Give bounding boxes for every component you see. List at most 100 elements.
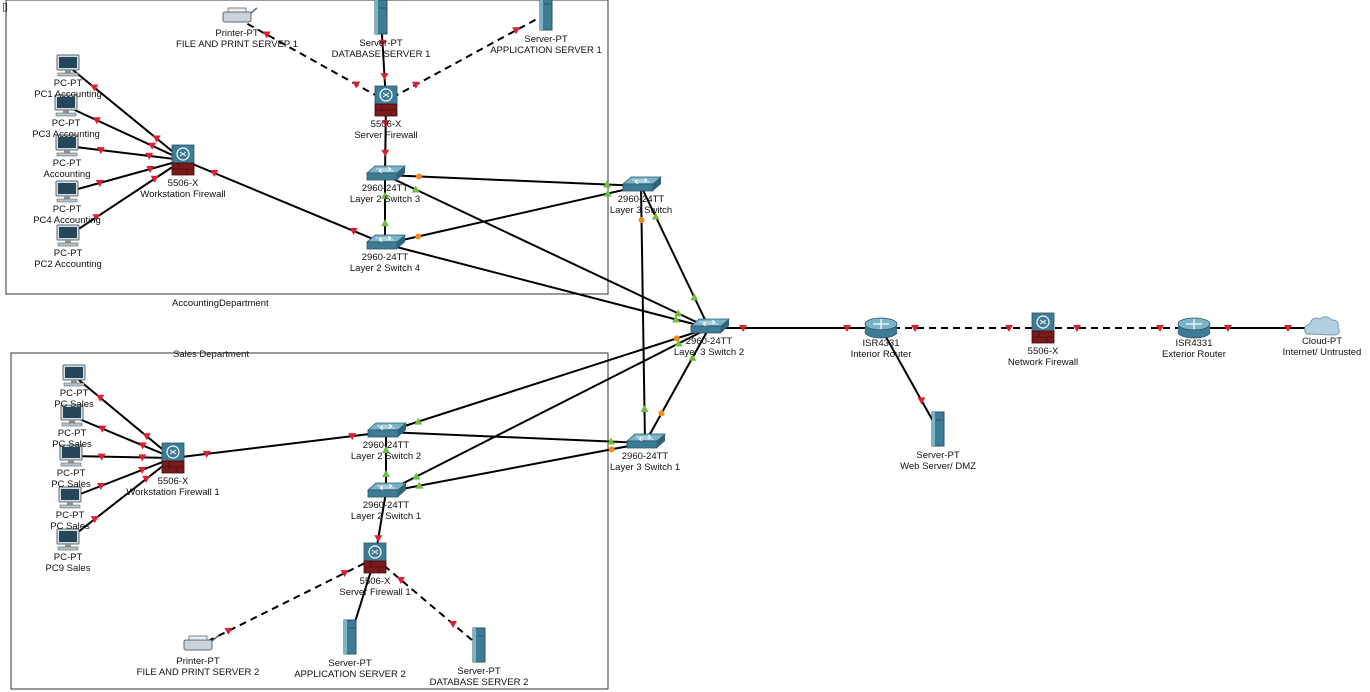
device-l3s1[interactable] — [625, 433, 667, 449]
device-l2s1[interactable] — [366, 482, 408, 498]
device-pc2[interactable] — [56, 224, 80, 247]
link-status-pcacc-wsfw-a — [96, 147, 105, 155]
link-status-pcs3-wsfw1-b — [138, 454, 147, 462]
link-status-l3s-l3s1-b — [640, 405, 649, 413]
device-dbserver1[interactable] — [374, 0, 388, 35]
link-status-l3s-l3s2-b — [690, 293, 699, 301]
device-pc4[interactable] — [55, 180, 79, 203]
link-l2s2-l3s2[interactable] — [385, 327, 710, 433]
link-introuter-webserver[interactable] — [880, 327, 939, 431]
device-cloud[interactable] — [1304, 316, 1340, 336]
device-pcs2[interactable] — [60, 404, 84, 427]
link-status-l2s2-l3s2-b — [673, 335, 680, 342]
link-status-pc4-wsfw-a — [95, 179, 104, 187]
link-l2s3-l3s2[interactable] — [384, 174, 710, 329]
link-status-pc9-wsfw1-a — [90, 516, 99, 524]
device-l3s2[interactable] — [689, 318, 731, 334]
pc-icon — [60, 404, 84, 427]
link-pcs2-wsfw1[interactable] — [71, 415, 174, 459]
device-appserver2[interactable] — [343, 619, 357, 655]
printer-icon — [222, 7, 258, 23]
link-l2s3-l3s[interactable] — [384, 174, 642, 187]
device-pc1[interactable] — [56, 54, 80, 77]
pc-icon — [54, 94, 78, 117]
accounting-area[interactable] — [5, 0, 609, 295]
link-status-wsfw1-l2s2-b — [348, 433, 357, 441]
link-status-pcs1-wsfw1-b — [142, 433, 151, 441]
link-status-layer — [90, 27, 1292, 635]
pc-icon — [56, 528, 80, 551]
link-pc3-wsfw[interactable] — [65, 105, 184, 161]
pc-icon — [62, 364, 86, 387]
link-l2s1-l3s1[interactable] — [385, 442, 646, 493]
link-status-l2s2-l3s2-a — [414, 417, 423, 425]
link-status-pc2-wsfw-b — [150, 175, 159, 183]
link-l2s4-l3s[interactable] — [384, 185, 642, 245]
device-pcs4[interactable] — [58, 486, 82, 509]
firewall-icon — [161, 442, 185, 474]
device-wsfw1[interactable] — [161, 442, 185, 474]
device-printer1[interactable] — [222, 7, 258, 23]
device-pcs1[interactable] — [62, 364, 86, 387]
firewall-icon — [374, 85, 398, 117]
link-serverfw1-printer2[interactable] — [197, 557, 376, 647]
link-status-l2s2-l2s1-b — [382, 470, 390, 477]
link-status-serverfw-l2s3-a — [381, 120, 390, 128]
link-l2s2-l3s1[interactable] — [385, 431, 646, 444]
device-introuter[interactable] — [864, 317, 898, 339]
link-status-pc4-wsfw-b — [146, 166, 155, 174]
device-appserver1[interactable] — [539, 0, 553, 31]
device-serverfw[interactable] — [374, 85, 398, 117]
link-pc1-wsfw[interactable] — [67, 65, 184, 161]
link-l3s-l3s2[interactable] — [640, 185, 710, 329]
link-pcs3-wsfw1[interactable] — [70, 455, 174, 459]
link-pcacc-wsfw[interactable] — [66, 145, 184, 161]
link-l3s2-l3s1[interactable] — [644, 327, 710, 444]
device-dbserver2[interactable] — [472, 627, 486, 663]
link-status-serverfw-l2s3-b — [381, 149, 390, 157]
corner-marker: ▯ — [2, 1, 9, 13]
link-status-extrouter-cloud-b — [1284, 325, 1292, 332]
link-pcs1-wsfw1[interactable] — [73, 375, 174, 459]
device-serverfw1[interactable] — [363, 542, 387, 574]
link-pcs4-wsfw1[interactable] — [69, 457, 174, 499]
link-status-netfw-extrouter-a — [1073, 325, 1081, 332]
device-pcacc[interactable] — [55, 134, 79, 157]
link-appserver1-serverfw[interactable] — [385, 13, 547, 102]
device-printer2[interactable] — [183, 635, 219, 651]
switch-icon — [365, 234, 407, 250]
server-icon — [539, 0, 553, 31]
cloud-icon — [1304, 316, 1340, 336]
device-pc9[interactable] — [56, 528, 80, 551]
device-extrouter[interactable] — [1177, 317, 1211, 339]
sales-area[interactable] — [10, 352, 609, 690]
link-pc2-wsfw[interactable] — [67, 159, 184, 237]
link-status-introuter-webserver-b — [917, 397, 926, 405]
accounting-area-title: AccountingDepartment — [172, 298, 269, 309]
link-status-netfw-extrouter-b — [1156, 325, 1164, 332]
device-l2s2[interactable] — [366, 422, 408, 438]
link-status-pcs2-wsfw1-a — [98, 425, 107, 433]
link-status-l2s1-l3s2-a — [412, 472, 421, 480]
switch-icon — [366, 482, 408, 498]
device-pcs3[interactable] — [59, 444, 83, 467]
device-layer — [54, 0, 1340, 663]
link-status-l2s3-l2s4-a — [381, 191, 389, 199]
device-webserver[interactable] — [931, 411, 945, 447]
device-pc3[interactable] — [54, 94, 78, 117]
link-l2s4-l3s2[interactable] — [384, 243, 710, 329]
link-status-l2s3-l2s4-b — [381, 219, 389, 227]
link-l2s1-l3s2[interactable] — [385, 327, 710, 493]
link-pc4-wsfw[interactable] — [66, 159, 184, 193]
link-l3s-l3s1[interactable] — [640, 185, 646, 444]
device-netfw[interactable] — [1031, 312, 1055, 344]
link-serverfw1-dbserver2[interactable] — [374, 557, 480, 647]
link-status-pcs3-wsfw1-a — [97, 453, 106, 461]
link-pc9-wsfw1[interactable] — [67, 457, 174, 541]
link-printer1-serverfw[interactable] — [236, 17, 387, 102]
device-l3s[interactable] — [621, 176, 663, 192]
device-l2s4[interactable] — [365, 234, 407, 250]
device-wsfw[interactable] — [171, 144, 195, 176]
device-l2s3[interactable] — [365, 165, 407, 181]
